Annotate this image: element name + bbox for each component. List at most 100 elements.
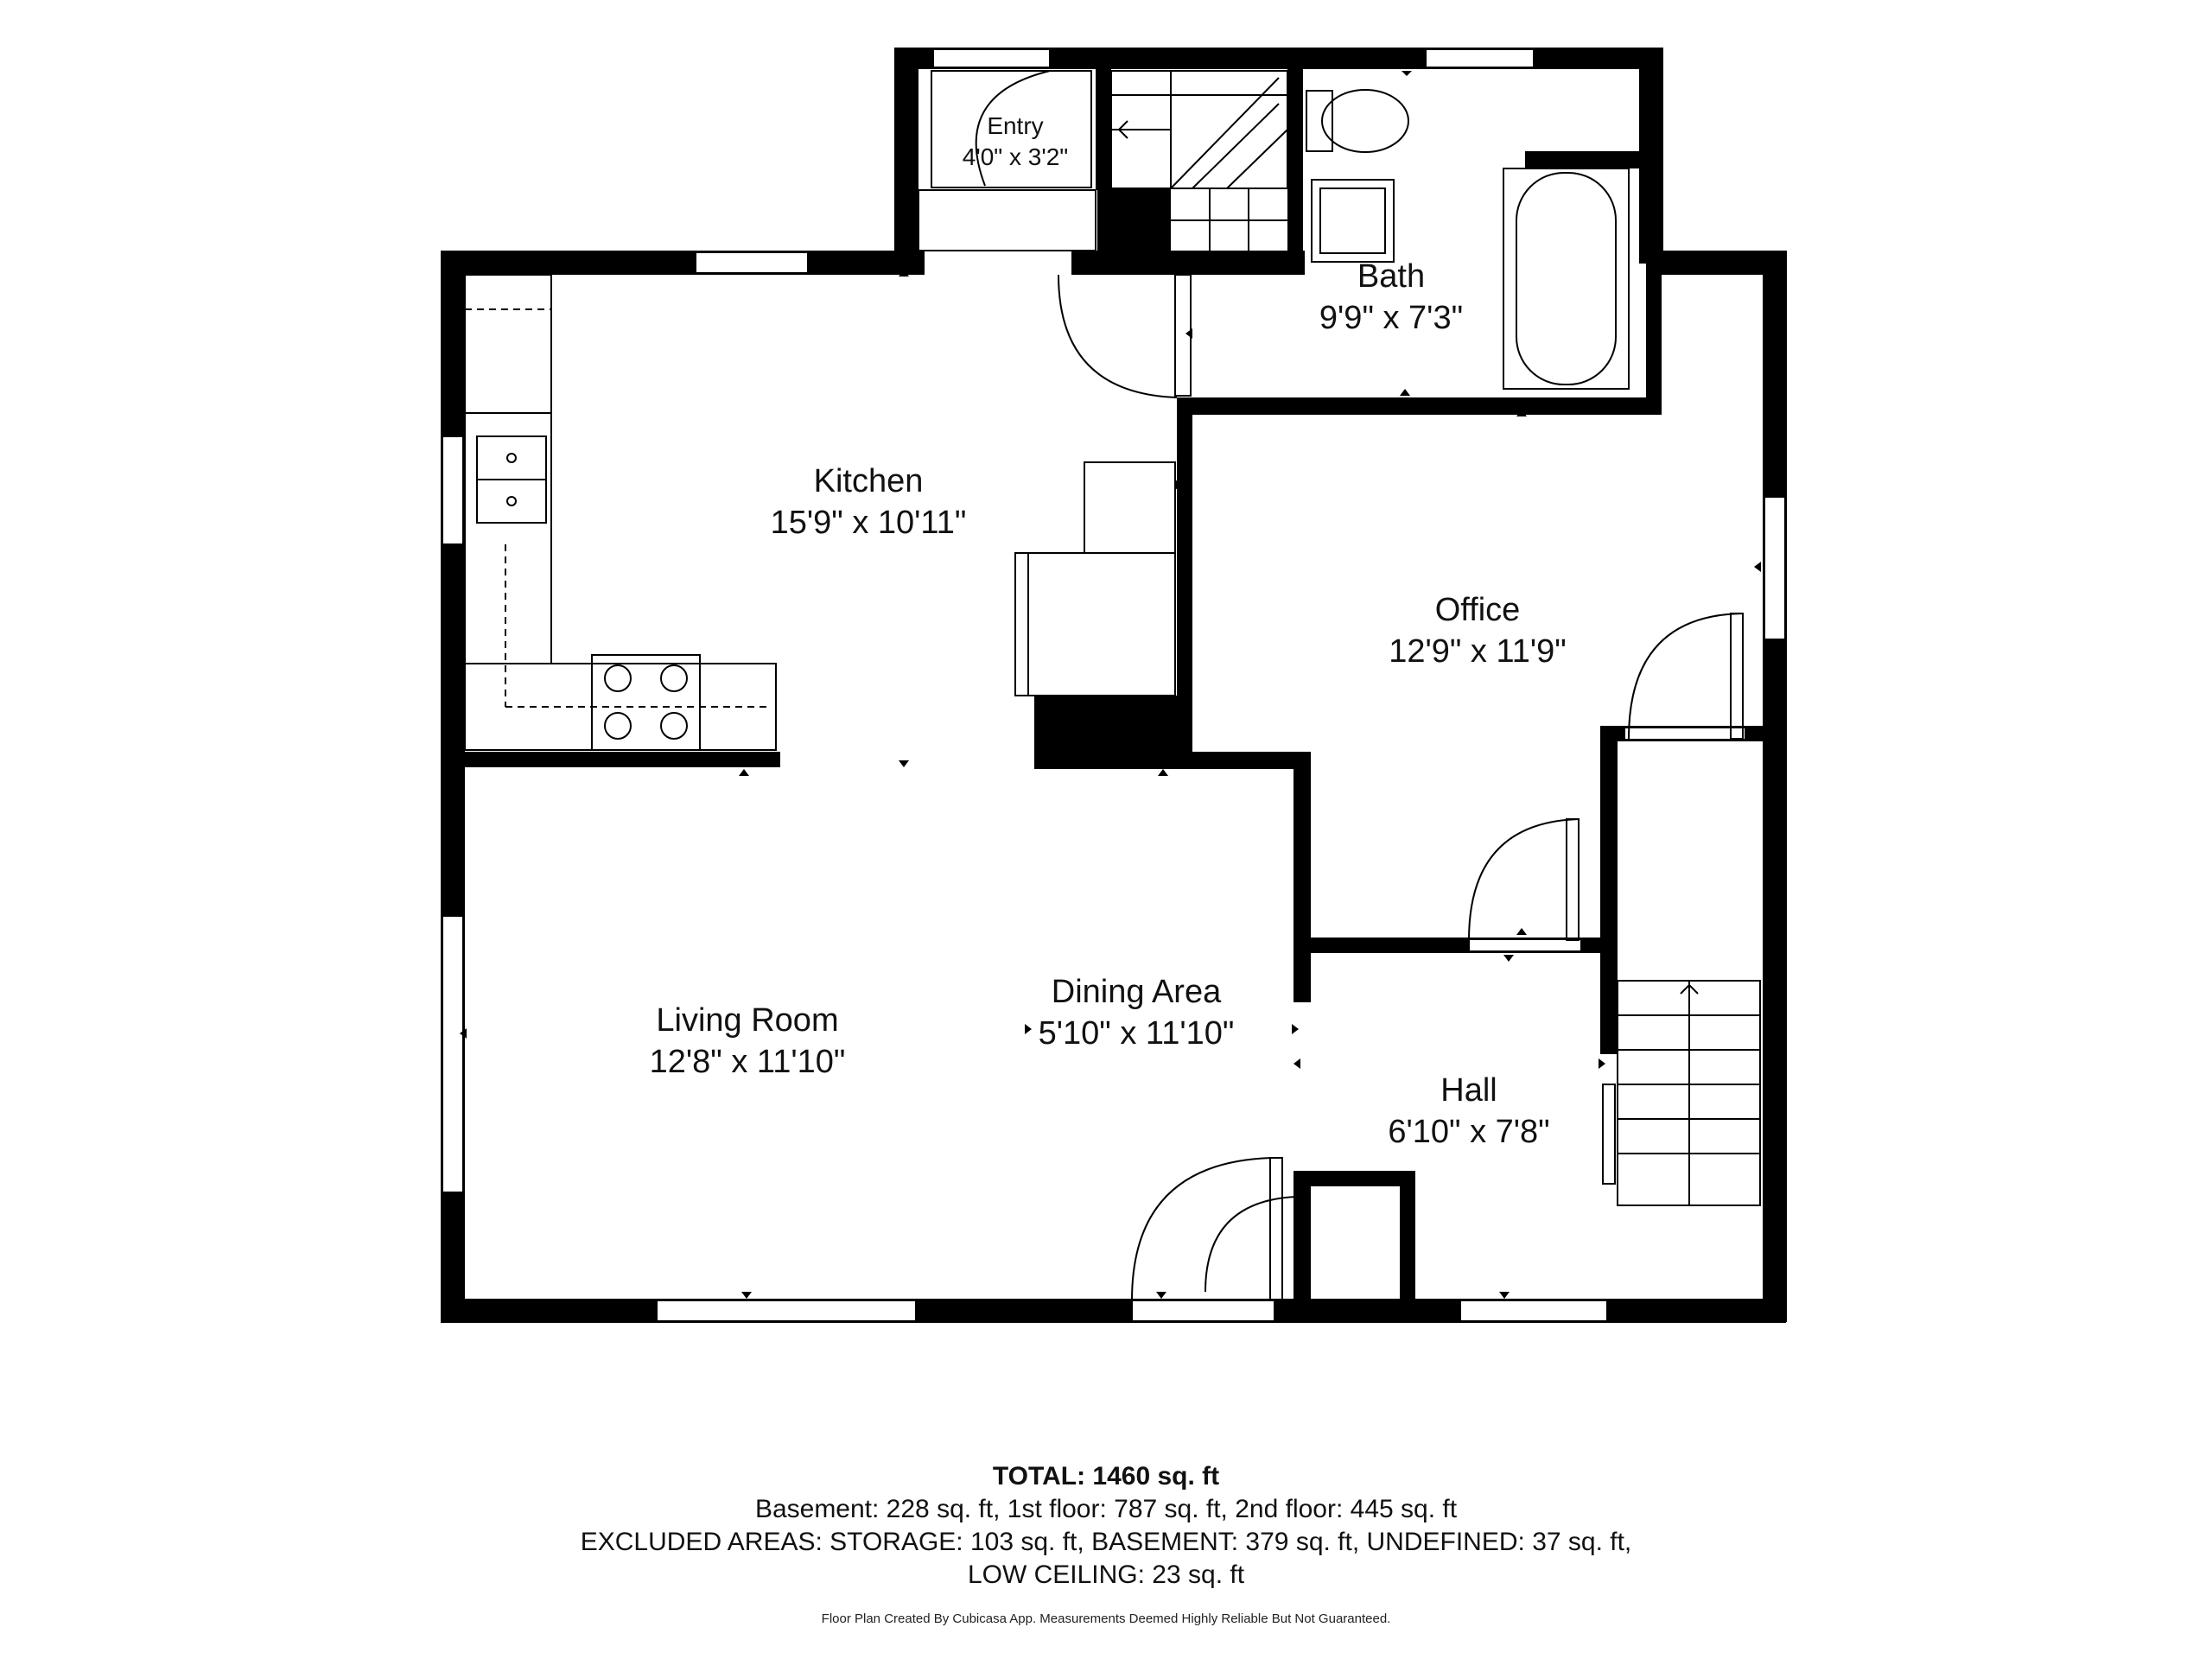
toilet-bowl bbox=[1321, 89, 1409, 153]
room-label-living-room: Living Room 12'8" x 11'10" bbox=[605, 1000, 890, 1083]
window bbox=[695, 251, 809, 274]
marker-icon bbox=[1185, 328, 1192, 339]
wall-kitchen-east bbox=[1177, 397, 1192, 769]
room-label-kitchen: Kitchen 15'9" x 10'11" bbox=[739, 461, 998, 543]
window bbox=[1459, 1300, 1608, 1322]
office-door-leaf bbox=[1730, 613, 1744, 740]
marker-icon bbox=[460, 1028, 467, 1039]
window bbox=[442, 435, 464, 545]
closet-door-swing-icon bbox=[1205, 1196, 1297, 1293]
marker-icon bbox=[899, 270, 909, 276]
fixtures bbox=[464, 70, 1761, 1301]
wall-office-west bbox=[1294, 752, 1311, 942]
room-dims: 9'9" x 7'3" bbox=[1319, 300, 1464, 336]
closet-door-leaf bbox=[1295, 1196, 1309, 1297]
stair-diagonal bbox=[1170, 77, 1288, 189]
marker-icon bbox=[1754, 562, 1761, 572]
window bbox=[442, 915, 464, 1193]
stove bbox=[591, 654, 701, 751]
marker-icon bbox=[1499, 1292, 1510, 1299]
area-summary: TOTAL: 1460 sq. ft Basement: 228 sq. ft,… bbox=[0, 1460, 2212, 1592]
room-label-dining-area: Dining Area 5'10" x 11'10" bbox=[994, 971, 1279, 1054]
excluded-areas: EXCLUDED AREAS: STORAGE: 103 sq. ft, BAS… bbox=[580, 1528, 1632, 1556]
entry-door-swing-icon bbox=[975, 70, 1051, 187]
front-door-leaf bbox=[1269, 1157, 1283, 1301]
wall-closet-east bbox=[1400, 1171, 1415, 1300]
markers bbox=[460, 71, 1761, 1299]
kitchen-counter-upper bbox=[464, 274, 552, 414]
bath-sink bbox=[1311, 179, 1395, 263]
hall-stair-rail bbox=[1602, 1084, 1616, 1185]
fridge bbox=[1084, 461, 1176, 554]
marker-icon bbox=[1400, 389, 1410, 396]
room-label-hall: Hall 6'10" x 7'8" bbox=[1357, 1070, 1581, 1153]
wall-entry-bottom-block bbox=[1097, 188, 1171, 275]
sink-drain bbox=[506, 453, 517, 463]
room-label-office: Office 12'9" x 11'9" bbox=[1348, 589, 1607, 672]
marker-icon bbox=[1516, 928, 1527, 935]
room-dims: 12'9" x 11'9" bbox=[1389, 633, 1567, 670]
window bbox=[656, 1300, 917, 1322]
marker-icon bbox=[739, 769, 749, 776]
burner-icon bbox=[604, 712, 632, 740]
room-dims: 4'0" x 3'2" bbox=[962, 143, 1069, 170]
wall-dining-stub bbox=[1294, 950, 1311, 1002]
wall-entry-west bbox=[894, 48, 918, 275]
arrow-icon bbox=[1117, 120, 1149, 139]
marker-icon bbox=[1185, 566, 1192, 576]
room-name: Living Room bbox=[656, 1002, 839, 1039]
room-name: Office bbox=[1434, 592, 1521, 628]
windows bbox=[442, 48, 1786, 1322]
marker-icon bbox=[1402, 71, 1412, 76]
entry-door-frame bbox=[931, 70, 1092, 188]
credit-note: Floor Plan Created By Cubicasa App. Meas… bbox=[821, 1611, 1391, 1626]
room-name: Hall bbox=[1440, 1072, 1497, 1109]
room-dims: 5'10" x 11'10" bbox=[1038, 1015, 1235, 1052]
marker-icon bbox=[1294, 1058, 1300, 1069]
wall-stair-west bbox=[1600, 726, 1618, 1054]
entry-threshold bbox=[918, 189, 1096, 251]
wall-bath-east bbox=[1646, 168, 1662, 415]
marker-icon bbox=[1516, 410, 1527, 416]
door-opening bbox=[1131, 1300, 1275, 1322]
room-label-bath: Bath 9'9" x 7'3" bbox=[1283, 256, 1499, 339]
room-name: Dining Area bbox=[1051, 974, 1222, 1010]
front-door-swing-icon bbox=[1131, 1157, 1273, 1301]
marker-icon bbox=[1156, 1292, 1166, 1299]
bathtub bbox=[1503, 168, 1630, 390]
door-opening bbox=[1624, 727, 1746, 741]
room-dims: 12'8" x 11'10" bbox=[649, 1044, 846, 1080]
burner-icon bbox=[604, 664, 632, 692]
room-label-entry: Entry 4'0" x 3'2" bbox=[938, 111, 1093, 173]
marker-icon bbox=[899, 760, 909, 767]
bath-sink-basin bbox=[1319, 188, 1386, 254]
bathtub-basin bbox=[1516, 172, 1617, 385]
office-door-swing-icon bbox=[1628, 613, 1744, 740]
bath-door-swing-icon bbox=[1058, 274, 1178, 398]
wall-tub-top bbox=[1525, 151, 1650, 168]
burner-icon bbox=[660, 664, 688, 692]
window bbox=[1764, 496, 1786, 640]
marker-icon bbox=[1599, 1058, 1605, 1069]
marker-icon bbox=[1025, 1024, 1032, 1034]
wall-bath-south bbox=[1177, 397, 1661, 415]
door-opening bbox=[1468, 938, 1582, 952]
sink-drain bbox=[506, 496, 517, 506]
stair-up-arrow-icon bbox=[1680, 983, 1699, 1002]
room-dims: 6'10" x 7'8" bbox=[1388, 1114, 1550, 1150]
wall-entry-stair-divider bbox=[1096, 69, 1111, 190]
fridge-unit bbox=[1014, 552, 1176, 696]
marker-icon bbox=[741, 1292, 752, 1299]
marker-icon bbox=[1175, 480, 1182, 490]
office-south-door-swing-icon bbox=[1468, 818, 1580, 941]
excluded-areas-continued: LOW CEILING: 23 sq. ft bbox=[967, 1560, 1245, 1589]
toilet-tank bbox=[1306, 90, 1333, 152]
burner-icon bbox=[660, 712, 688, 740]
room-name: Entry bbox=[987, 112, 1044, 139]
office-south-door-leaf bbox=[1566, 818, 1580, 941]
walls bbox=[441, 48, 1787, 1323]
total-area: TOTAL: 1460 sq. ft bbox=[992, 1462, 1220, 1491]
window bbox=[1425, 48, 1535, 68]
marker-icon bbox=[1292, 1024, 1299, 1034]
